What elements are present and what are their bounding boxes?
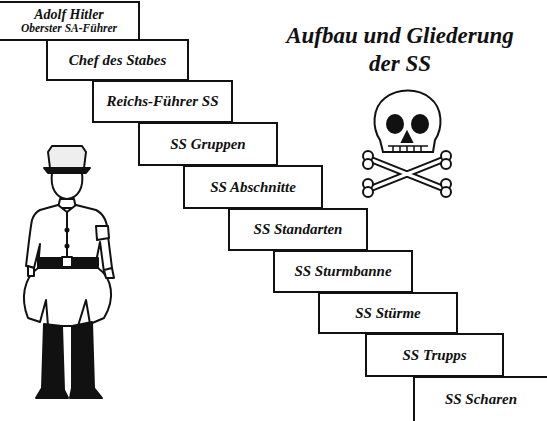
diagram-title: Aufbau und Gliederung der SS xyxy=(270,22,530,77)
rank-step-box: SS Scharen xyxy=(413,376,547,421)
rank-label: SS Standarten xyxy=(254,221,343,238)
skull-symbol xyxy=(363,91,451,198)
rank-label: Adolf Hitler xyxy=(34,7,104,22)
rank-step-box: SS Stürme xyxy=(318,292,458,334)
rank-label: SS Scharen xyxy=(445,391,517,408)
rank-label: Chef des Stabes xyxy=(69,52,167,69)
rank-step-box: SS Gruppen xyxy=(138,122,278,166)
rank-step-box: SS Trupps xyxy=(365,333,504,377)
rank-step-box: Chef des Stabes xyxy=(46,39,189,81)
rank-label: SS Abschnitte xyxy=(210,179,296,196)
rank-label: SS Gruppen xyxy=(170,136,245,153)
rank-label: SS Trupps xyxy=(402,347,466,364)
rank-step-box: SS Sturmbanne xyxy=(273,250,413,293)
rank-step-box: SS Standarten xyxy=(228,208,368,251)
rank-step-box: Adolf HitlerOberster SA-Führer xyxy=(0,1,140,41)
rank-subtitle: Oberster SA-Führer xyxy=(21,22,117,35)
figure-illustration xyxy=(24,146,114,398)
rank-step-box: SS Abschnitte xyxy=(183,165,323,209)
rank-label: SS Sturmbanne xyxy=(294,263,391,280)
rank-label: Reichs-Führer SS xyxy=(106,93,218,110)
rank-step-box: Reichs-Führer SS xyxy=(92,80,233,123)
rank-label: SS Stürme xyxy=(355,305,420,322)
